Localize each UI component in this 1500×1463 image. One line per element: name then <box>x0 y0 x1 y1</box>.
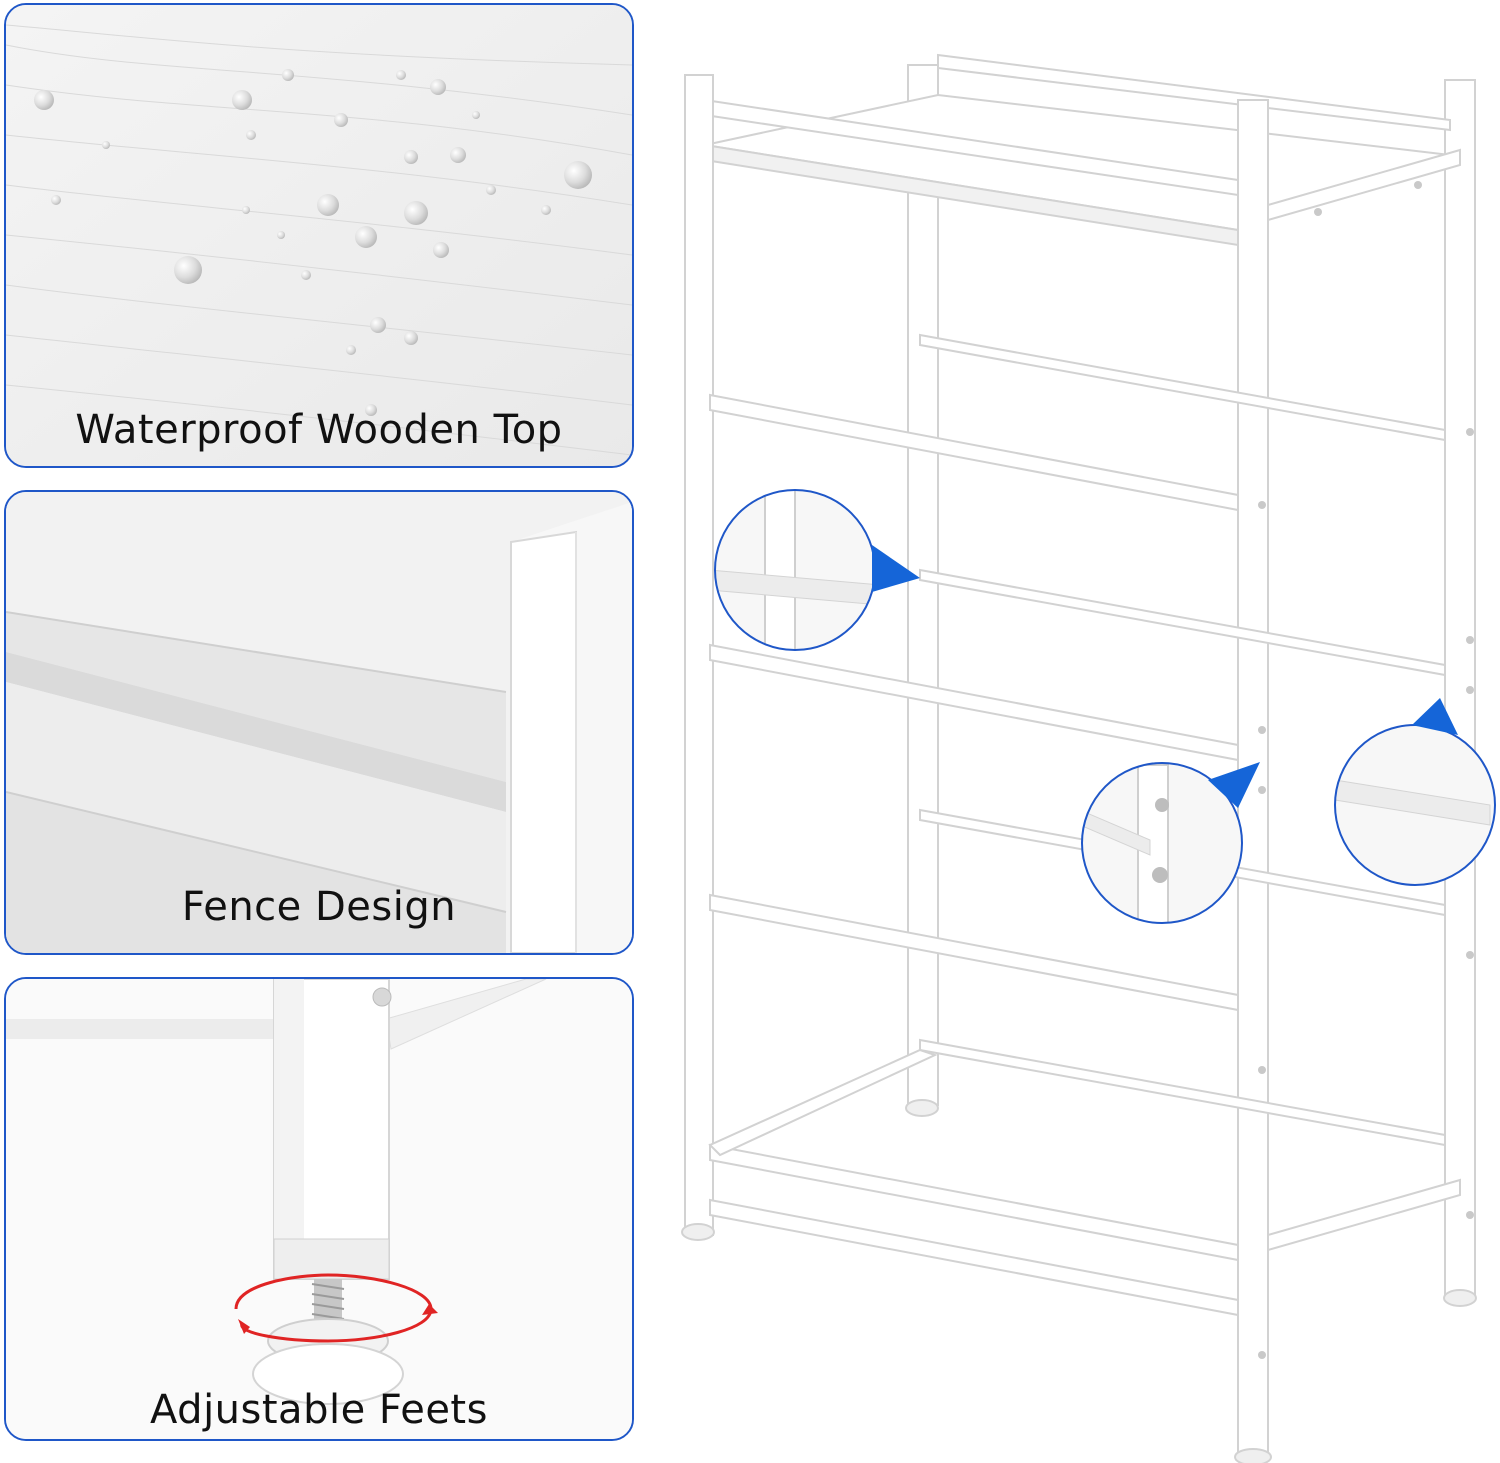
rack-frame <box>681 53 1477 1463</box>
callout-arrow-icon <box>1208 762 1260 808</box>
callout-arrow-icon <box>872 545 920 592</box>
callout-joint-middle <box>1081 762 1260 924</box>
detail-panel-wooden-top: Waterproof Wooden Top <box>4 3 634 468</box>
rotate-arrows-icon <box>234 1273 438 1343</box>
callout-arrow-icon <box>1412 698 1458 735</box>
wood-texture-image <box>6 5 632 466</box>
fence-closeup-image <box>6 492 632 953</box>
detail-panel-fence: Fence Design <box>4 490 634 955</box>
caption-fence: Fence Design <box>181 884 457 930</box>
caption-wooden-top: Waterproof Wooden Top <box>75 407 563 453</box>
rack-screws <box>1258 181 1474 1359</box>
caption-feet: Adjustable Feets <box>150 1387 488 1433</box>
callout-joint-left <box>714 489 920 651</box>
wood-grain <box>6 24 632 456</box>
adjustable-foot-image <box>6 979 632 1439</box>
detail-panel-feet: Adjustable Feets <box>4 977 634 1441</box>
shelf-rack-image <box>681 53 1496 1463</box>
callout-joint-right <box>1334 698 1496 886</box>
water-droplets <box>34 69 592 416</box>
